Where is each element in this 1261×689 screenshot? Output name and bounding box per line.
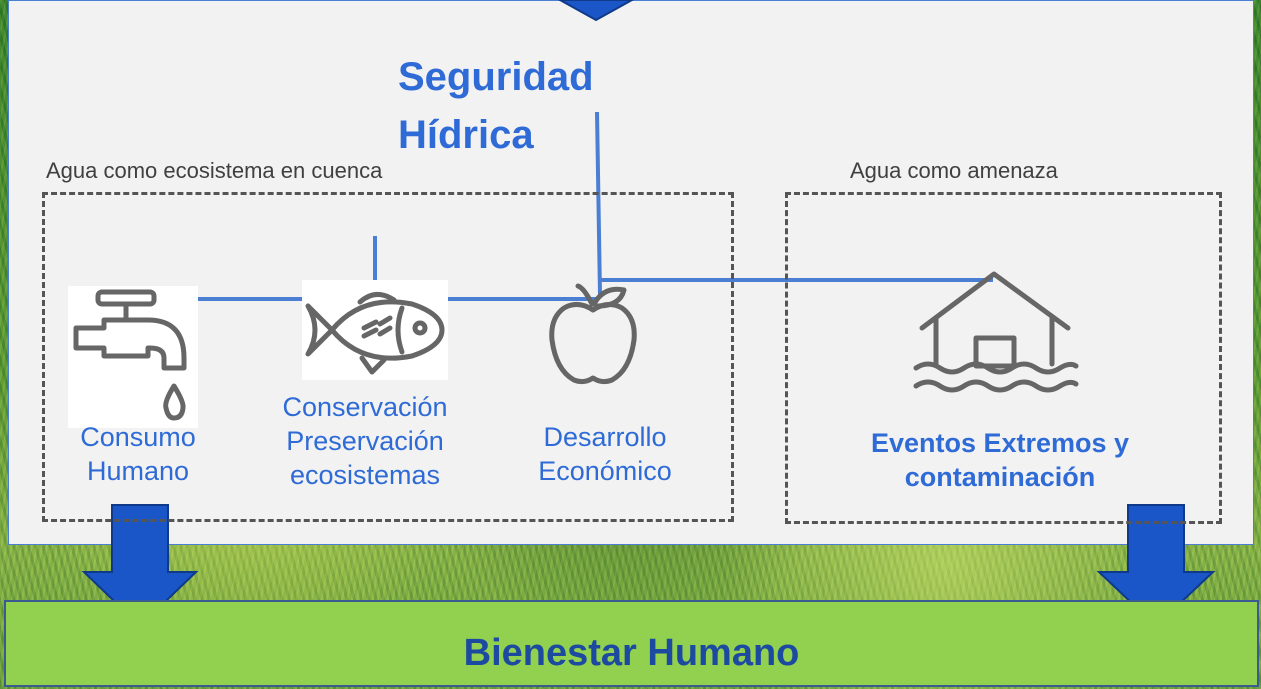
top-arrow — [557, 0, 635, 22]
bienestar-bar: Bienestar Humano — [4, 600, 1259, 687]
apple-icon — [548, 282, 638, 386]
ecosystem-group-label: Agua como ecosistema en cuenca — [46, 158, 383, 183]
threat-group-box — [785, 192, 1222, 524]
threat-group-label: Agua como amenaza — [850, 158, 1058, 183]
diagram-title: Seguridad Hídrica — [398, 55, 594, 157]
eventos-label: Eventos Extremos y contaminación — [870, 428, 1130, 492]
faucet-icon — [68, 286, 198, 428]
ecosystem-group-box — [42, 192, 734, 522]
fish-icon — [302, 280, 448, 380]
right-down-arrow — [1096, 504, 1216, 628]
left-down-arrow — [81, 504, 199, 628]
main-panel — [8, 0, 1254, 545]
title-connector — [595, 111, 602, 296]
bienestar-label: Bienestar Humano — [463, 632, 800, 674]
desarrollo-label: Desarrollo Económico — [538, 422, 672, 486]
consumo-label: Consumo Humano — [80, 422, 196, 486]
flooded-house-icon — [910, 268, 1080, 400]
conservacion-label: Conservación Preservación ecosistemas — [282, 392, 448, 490]
